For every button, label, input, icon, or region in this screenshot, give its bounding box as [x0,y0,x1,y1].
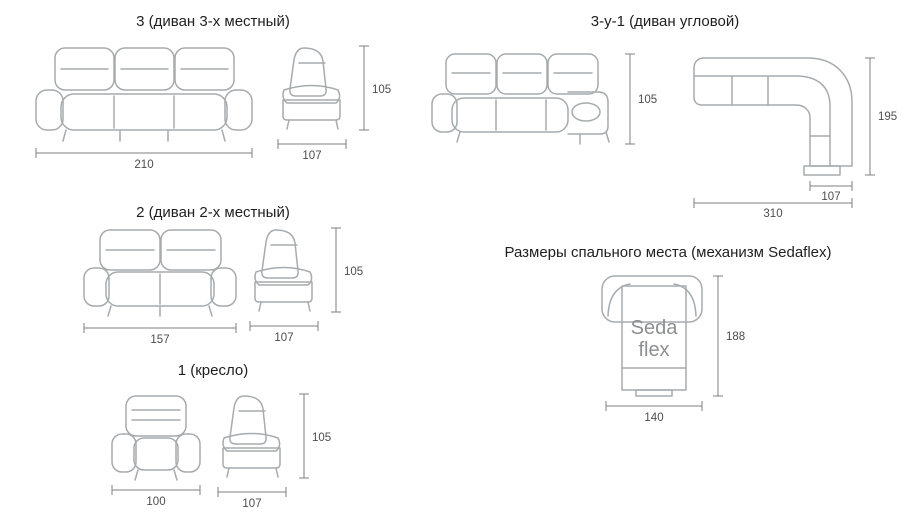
sofa2-side-width-dim-line [249,321,319,331]
sofa3-height-dim-label: 105 [372,84,391,96]
armchair-front-drawing [111,395,201,481]
armchair-height-dim-line [299,393,309,479]
corner-top-height-dim-label: 195 [878,111,897,123]
sofa3-width-dim-line [35,148,253,158]
sleeping-mechanism-drawing [601,275,703,397]
sofa2-side-width-dim-label: 107 [274,332,293,344]
corner-depth-dim-label: 107 [821,191,840,203]
sleeping-height-dim-label: 188 [726,331,745,343]
armchair-side-drawing [222,395,281,478]
sofa3-height-dim-line [359,45,369,131]
armchair-side-width-dim-line [217,487,287,497]
sleeping-mechanism-view: Seda flex 188 140 [601,275,745,424]
sofa3-front-view: 210 [35,47,253,171]
armchair-side-width-dim-label: 107 [242,498,261,510]
corner-total-width-dim-line [693,198,853,208]
armchair-height-dim-label: 105 [312,432,331,444]
sleeping-width-dim-line [605,401,703,411]
corner-title: 3-у-1 (диван угловой) [590,13,740,30]
sofa3-side-width-dim-line [277,139,347,149]
corner-height-dim-label: 105 [638,94,657,106]
sofa2-height-dim-label: 105 [344,266,363,278]
corner-height-dim-line [625,53,635,145]
corner-top-view: 195 107 310 [693,57,897,220]
sleeping-title: Размеры спального места (механизм Sedafl… [504,244,832,261]
sleeping-height-dim-line [713,275,723,397]
corner-total-width-dim-label: 310 [763,208,782,220]
corner-depth-dim-line [809,181,853,191]
sofa3-side-drawing [282,47,341,130]
sofa3-width-dim-label: 210 [134,159,153,171]
armchair-title: 1 (кресло) [177,362,249,379]
sofa2-width-dim-label: 157 [150,334,169,346]
armchair-width-dim-line [111,485,201,495]
sofa3-side-view: 105 107 [277,45,391,162]
corner-front-drawing [431,53,610,145]
sofa2-side-view: 105 107 [249,227,363,344]
sofa3-title: 3 (диван 3-х местный) [136,13,290,30]
sofa3-front-drawing [35,47,253,142]
sofa2-title: 2 (диван 2-х местный) [136,204,290,221]
sedaflex-label-line1: Seda [631,317,679,339]
sofa2-height-dim-line [331,227,341,313]
sofa2-front-view: 157 [83,229,237,346]
sofa2-width-dim-line [83,323,237,333]
corner-top-height-dim-line [865,57,875,176]
sofa2-front-drawing [83,229,237,317]
sofa2-side-drawing [254,229,313,312]
sedaflex-label-line2: flex [638,339,669,361]
corner-front-view: 105 [431,53,657,145]
corner-top-drawing [693,57,853,176]
sofa3-side-width-dim-label: 107 [302,150,321,162]
armchair-side-view: 105 107 [217,393,331,510]
armchair-width-dim-label: 100 [146,496,165,508]
armchair-front-view: 100 [111,395,201,508]
sleeping-width-dim-label: 140 [644,412,663,424]
